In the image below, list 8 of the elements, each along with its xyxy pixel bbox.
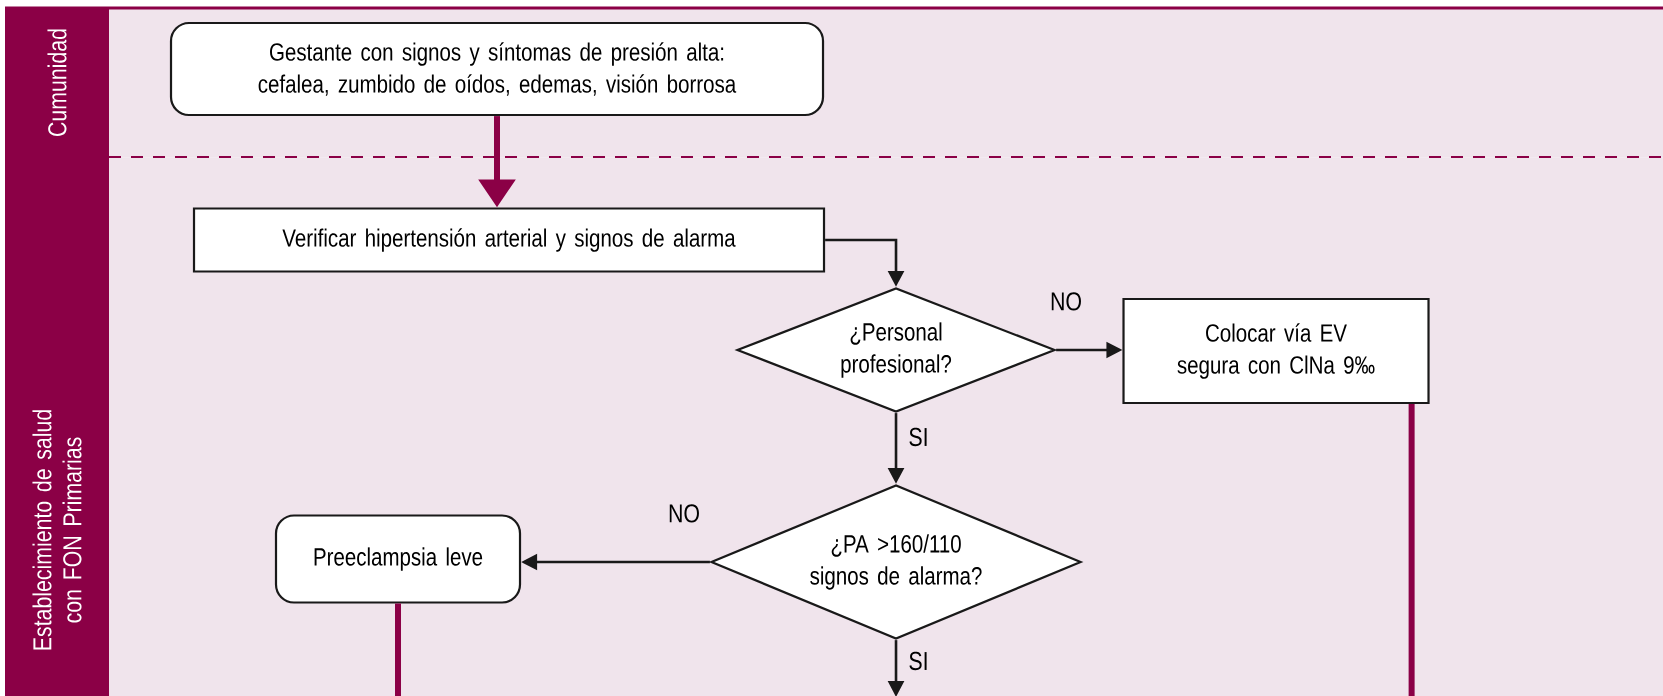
node-label: Establecimiento de salud con FON Primarias <box>32 410 82 650</box>
rounded-box: Gestante con signos y síntomas de presión alta: cefalea, zumbido de oídos, edemas, visión borrosa <box>169 21 825 117</box>
process-box: Verificar hipertensión arterial y signos de alarma <box>192 207 826 273</box>
edge-label: NO <box>666 502 702 525</box>
edge-label: SI <box>906 649 931 673</box>
edge-label: SI <box>906 425 931 449</box>
rounded-box: Preeclampsia leve <box>274 514 522 604</box>
process-box: Colocar vía EV segura con ClNa 9‰ <box>1122 297 1430 405</box>
